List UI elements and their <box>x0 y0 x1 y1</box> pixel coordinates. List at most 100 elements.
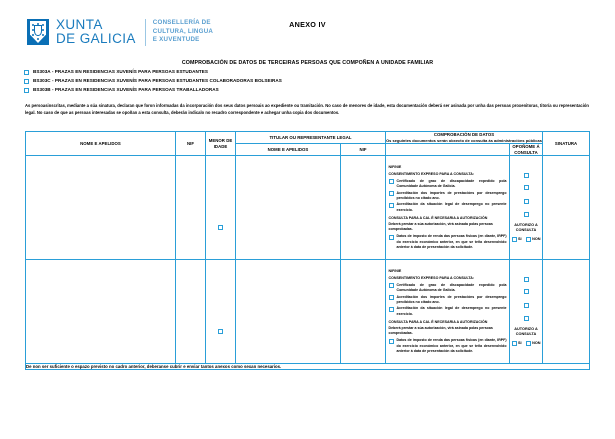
authorization-note: Deberá prestar a súa autorización, virá … <box>388 326 493 336</box>
family-members-table-wrapper: NOME E APELIDOS NIF MENOR DE IDADE TITUL… <box>24 130 591 371</box>
cell-signature[interactable] <box>542 155 591 261</box>
oppose-checkbox-stack: AUTORIZO A CONSULTA SI NON <box>510 274 542 349</box>
authorize-option-yes[interactable]: SI <box>511 341 522 347</box>
procedure-label: BS303C - PRAZAS EN RESIDENCIAS XUVENÍS P… <box>33 78 282 84</box>
checkbox-icon[interactable] <box>523 316 529 322</box>
consent-item[interactable]: Acreditación da situación legal de desem… <box>388 202 507 212</box>
authorization-section-title: CONSULTA PARA A CAL É NECESARIA A AUTORI… <box>388 319 488 324</box>
checkbox-icon[interactable] <box>525 237 531 243</box>
checkbox-icon[interactable] <box>523 212 529 218</box>
org-line-2: DE GALICIA <box>56 31 136 46</box>
cell-nif[interactable] <box>175 155 206 261</box>
checkbox-icon[interactable] <box>388 191 394 197</box>
authorize-yes-no-group: SI NON <box>511 341 541 347</box>
checkbox-icon[interactable] <box>218 225 223 231</box>
authorization-item[interactable]: Datos de imposto de renda das persoas fí… <box>388 234 507 249</box>
checkbox-icon[interactable] <box>388 234 394 240</box>
table-header-row-1: NOME E APELIDOS NIF MENOR DE IDADE TITUL… <box>25 130 591 157</box>
header-nif: NIF <box>175 130 206 157</box>
checkbox-icon[interactable] <box>388 283 394 289</box>
consent-item[interactable]: Acreditación da situación legal de desem… <box>388 306 507 316</box>
conselleria-line-2: CULTURA, LINGUA <box>152 27 214 35</box>
procedure-option-bs303b[interactable]: BS303B - PRAZAS EN RESIDENCIAS XUVENÍS P… <box>24 87 590 94</box>
table-row: NIF/NIE CONSENTIMENTO EXPRESO PARA A CON… <box>25 259 591 365</box>
authorize-option-yes-label: SI <box>518 237 522 242</box>
authorization-section-title: CONSULTA PARA A CAL É NECESARIA A AUTORI… <box>388 215 488 220</box>
authorize-option-no[interactable]: NON <box>525 237 541 243</box>
authorize-option-no-label: NON <box>532 341 541 346</box>
page-header: XUNTA DE GALICIA CONSELLERÍA DE CULTURA,… <box>0 0 615 52</box>
checkbox-icon[interactable] <box>24 87 29 93</box>
consent-item-label: Acreditación dos importes de prestacións… <box>396 190 507 200</box>
cell-oppose-consultation: AUTORIZO A CONSULTA SI NON <box>509 259 544 365</box>
checkbox-icon[interactable] <box>388 179 394 185</box>
header-signature: SINATURA <box>542 130 591 157</box>
checkbox-icon[interactable] <box>523 199 529 205</box>
checkbox-icon[interactable] <box>388 338 394 344</box>
cell-legal-rep-name[interactable] <box>235 155 341 261</box>
authorize-option-no[interactable]: NON <box>525 341 541 347</box>
consent-item-label: Acreditación da situación legal de desem… <box>396 202 507 212</box>
checkbox-icon[interactable] <box>388 295 394 301</box>
footer-note: De non ser suficiente o espazo previsto … <box>24 363 591 371</box>
table-header-row-2: NOME E APELIDOS NIF OPOÑOME Á CONSULTA <box>26 142 590 157</box>
cell-legal-rep-nif[interactable] <box>339 155 387 261</box>
procedure-option-bs303c[interactable]: BS303C - PRAZAS EN RESIDENCIAS XUVENÍS P… <box>24 78 590 85</box>
cell-minor-age[interactable] <box>205 259 236 365</box>
checkbox-icon[interactable] <box>523 173 529 179</box>
checkbox-icon[interactable] <box>523 185 529 191</box>
consent-item-label: Certificado de grao de discapacidade exp… <box>396 282 507 292</box>
cell-legal-rep-name[interactable] <box>235 259 341 365</box>
consent-item[interactable]: Acreditación dos importes de prestacións… <box>388 295 507 305</box>
header-data-check-detail <box>385 142 511 157</box>
authorize-consultation-label: AUTORIZO A CONSULTA <box>514 223 538 233</box>
cell-legal-rep-nif[interactable] <box>339 259 387 365</box>
checkbox-icon[interactable] <box>523 303 529 309</box>
authorization-item-label: Datos de imposto de renda das persoas fí… <box>396 234 507 249</box>
checkbox-icon[interactable] <box>388 307 394 313</box>
cell-signature[interactable] <box>542 259 591 365</box>
oppose-checkbox-stack: AUTORIZO A CONSULTA SI NON <box>510 170 542 245</box>
conselleria-line-1: CONSELLERÍA DE <box>152 18 211 26</box>
comprobacion-content: NIF/NIE CONSENTIMENTO EXPRESO PARA A CON… <box>386 267 509 358</box>
checkbox-icon[interactable] <box>511 341 517 347</box>
checkbox-icon[interactable] <box>218 329 223 335</box>
header-legal-rep-nif: NIF <box>339 142 387 157</box>
logo-divider <box>144 18 146 46</box>
xunta-wordmark: XUNTA DE GALICIA <box>56 18 136 46</box>
authorization-note: Deberá prestar a súa autorización, virá … <box>388 222 493 232</box>
cell-nif[interactable] <box>175 259 206 365</box>
document-subtitle: COMPROBACIÓN DE DATOS DE TERCEIRAS PERSO… <box>181 60 434 66</box>
procedure-option-bs303a[interactable]: BS303A - PRAZAS EN RESIDENCIAS XUVENÍS P… <box>24 69 590 76</box>
consent-item[interactable]: Certificado de grao de discapacidade exp… <box>388 178 507 189</box>
cell-name-surnames[interactable] <box>25 259 176 365</box>
procedure-code-list: BS303A - PRAZAS EN RESIDENCIAS XUVENÍS P… <box>24 69 590 97</box>
cell-minor-age[interactable] <box>205 155 236 261</box>
checkbox-icon[interactable] <box>24 69 29 75</box>
declaration-paragraph: As persoasinscritas, mediante a súa sina… <box>25 103 589 115</box>
authorize-option-yes[interactable]: SI <box>511 237 522 243</box>
authorize-yes-no-group: SI NON <box>511 237 541 243</box>
consent-item[interactable]: Acreditación dos importes de prestacións… <box>388 190 507 201</box>
checkbox-icon[interactable] <box>523 289 529 295</box>
checkbox-icon[interactable] <box>511 237 517 243</box>
annex-title: ANEXO IV <box>289 20 326 29</box>
checkbox-icon[interactable] <box>24 78 29 84</box>
authorize-option-no-label: NON <box>532 237 541 242</box>
header-minor-age: MENOR DE IDADE <box>205 130 236 157</box>
table-row: NIF/NIE CONSENTIMENTO EXPRESO PARA A CON… <box>25 155 591 261</box>
checkbox-icon[interactable] <box>388 203 394 209</box>
table-footer-row: De non ser suficiente o espazo previsto … <box>24 363 591 371</box>
authorization-item[interactable]: Datos de imposto de renda das persoas fí… <box>388 338 507 353</box>
consent-item[interactable]: Certificado de grao de discapacidade exp… <box>388 282 507 293</box>
comprobacion-intro: NIF/NIE <box>388 164 402 169</box>
comprobacion-content: NIF/NIE CONSENTIMENTO EXPRESO PARA A CON… <box>386 163 509 254</box>
cell-name-surnames[interactable] <box>25 155 176 261</box>
checkbox-icon[interactable] <box>523 277 529 283</box>
checkbox-icon[interactable] <box>525 341 531 347</box>
consent-section-title: CONSENTIMENTO EXPRESO PARA A CONSULTA: <box>388 172 475 177</box>
consent-item-label: Certificado de grao de discapacidade exp… <box>396 178 507 188</box>
consent-section-title: CONSENTIMENTO EXPRESO PARA A CONSULTA: <box>388 276 475 281</box>
xunta-logo: XUNTA DE GALICIA CONSELLERÍA DE CULTURA,… <box>27 17 213 47</box>
